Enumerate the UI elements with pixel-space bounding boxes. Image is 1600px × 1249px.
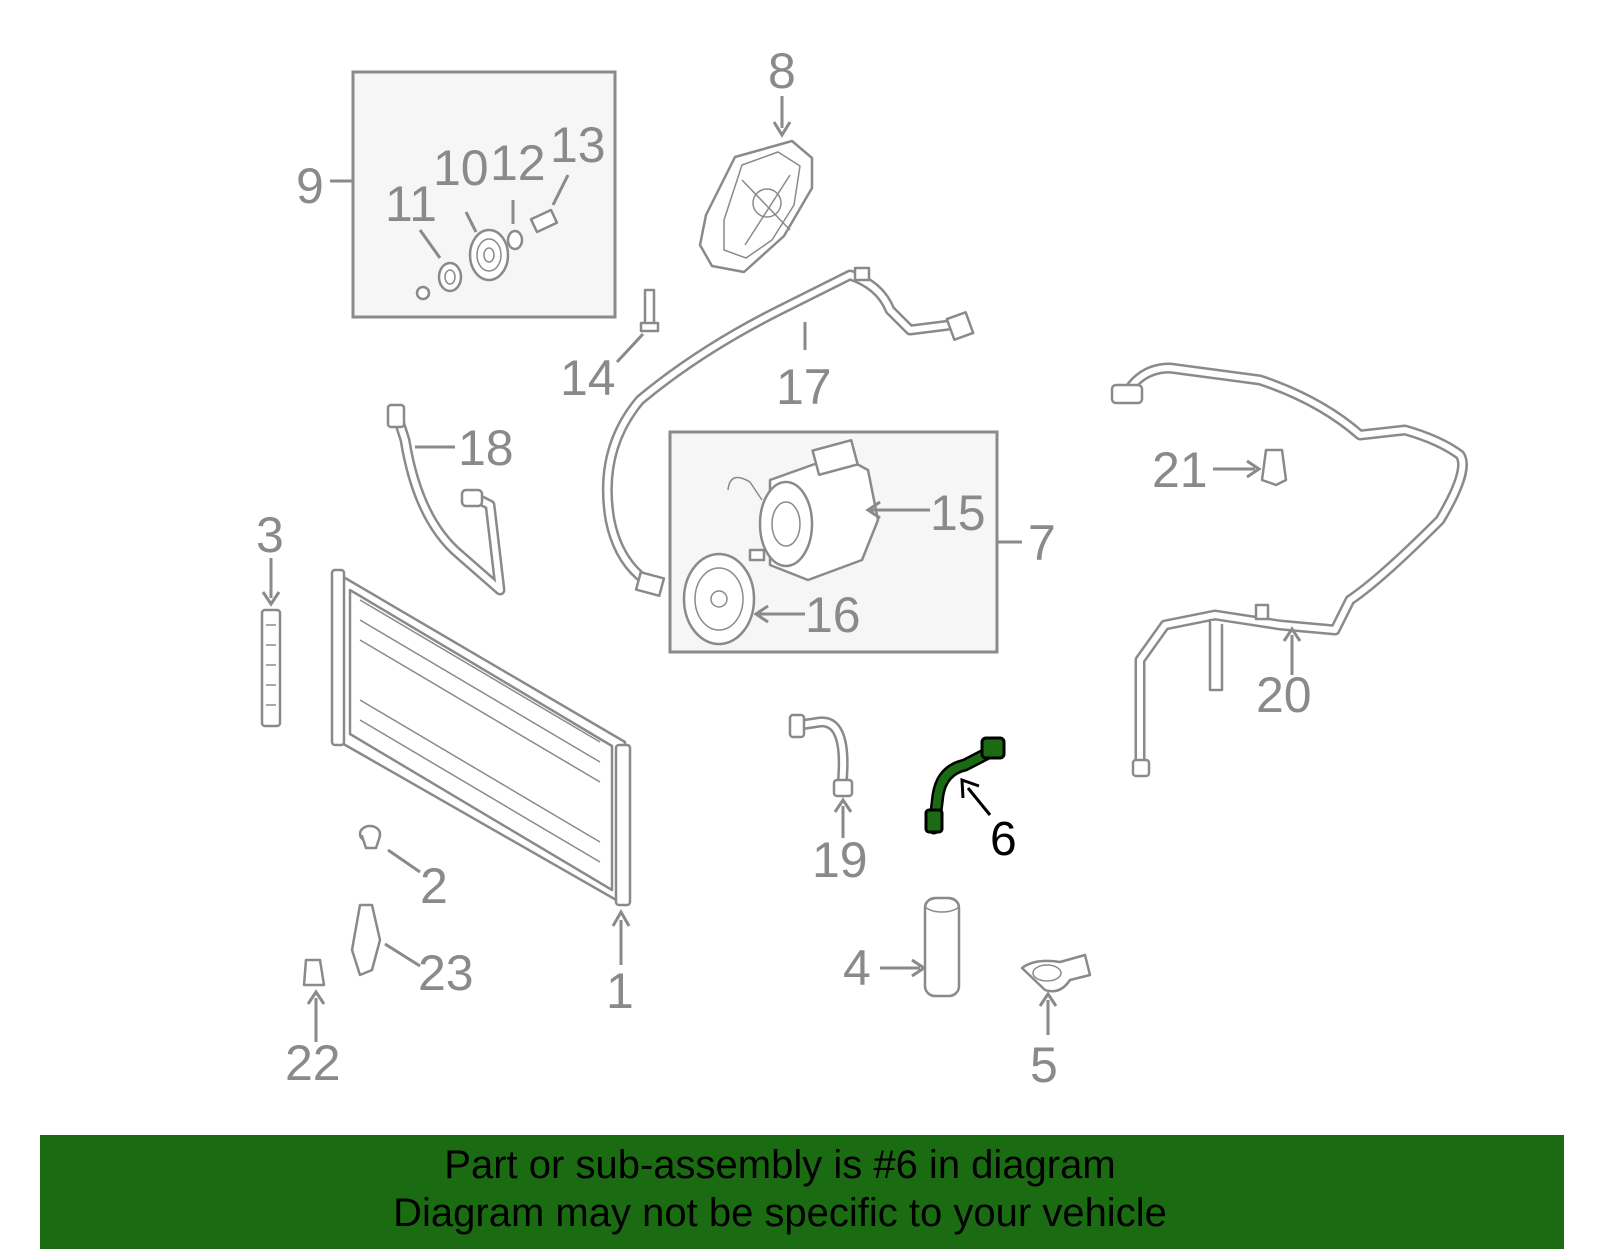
part-19-tube[interactable]: [788, 713, 854, 798]
callout-8: 8: [768, 43, 796, 99]
callout-13: 13: [550, 117, 606, 173]
callout-1: 1: [606, 963, 634, 1019]
callout-14: 14: [560, 350, 616, 406]
part-18-hose[interactable]: [386, 403, 506, 596]
part-15-compressor[interactable]: [727, 438, 880, 582]
callout-9: 9: [296, 158, 324, 214]
part-21-clip[interactable]: [1260, 448, 1288, 487]
callout-6: 6: [990, 813, 1017, 866]
banner-line-1: Part or sub-assembly is #6 in diagram: [444, 1143, 1116, 1187]
callout-16: 16: [805, 587, 861, 643]
callout-23: 23: [418, 945, 474, 1001]
callout-22: 22: [285, 1035, 341, 1091]
part-20-line[interactable]: [1110, 362, 1468, 778]
part-11-13-hardware[interactable]: [415, 208, 559, 301]
callout-10: 10: [433, 140, 489, 196]
part-2-cap[interactable]: [358, 824, 382, 850]
part-1-condenser[interactable]: [330, 568, 632, 907]
part-5-bracket[interactable]: [1020, 953, 1092, 993]
callout-5: 5: [1030, 1037, 1058, 1093]
callout-2: 2: [420, 858, 448, 914]
callout-12: 12: [490, 135, 546, 191]
banner-line-2: Diagram may not be specific to your vehi…: [393, 1191, 1167, 1235]
callout-19: 19: [812, 832, 868, 888]
part-8-bracket[interactable]: [698, 139, 814, 274]
callout-15: 15: [930, 485, 986, 541]
part-14-bolt[interactable]: [639, 288, 660, 333]
callout-18: 18: [458, 420, 514, 476]
callout-11: 11: [385, 176, 437, 232]
callout-7: 7: [1028, 515, 1056, 571]
part-4-drier[interactable]: [923, 896, 961, 998]
info-banner: Part or sub-assembly is #6 in diagram Di…: [40, 1135, 1564, 1249]
part-22-clip[interactable]: [302, 958, 326, 987]
callout-4: 4: [843, 940, 871, 996]
part-16-clutch[interactable]: [682, 552, 756, 646]
part-3-receiver[interactable]: [260, 608, 282, 728]
callout-3: 3: [256, 507, 284, 563]
callout-21: 21: [1152, 442, 1208, 498]
callout-20: 20: [1256, 667, 1312, 723]
part-17-hose[interactable]: [601, 266, 975, 598]
part-6-highlighted[interactable]: [924, 736, 1006, 835]
callout-17: 17: [776, 359, 832, 415]
part-23-bracket[interactable]: [350, 903, 382, 977]
